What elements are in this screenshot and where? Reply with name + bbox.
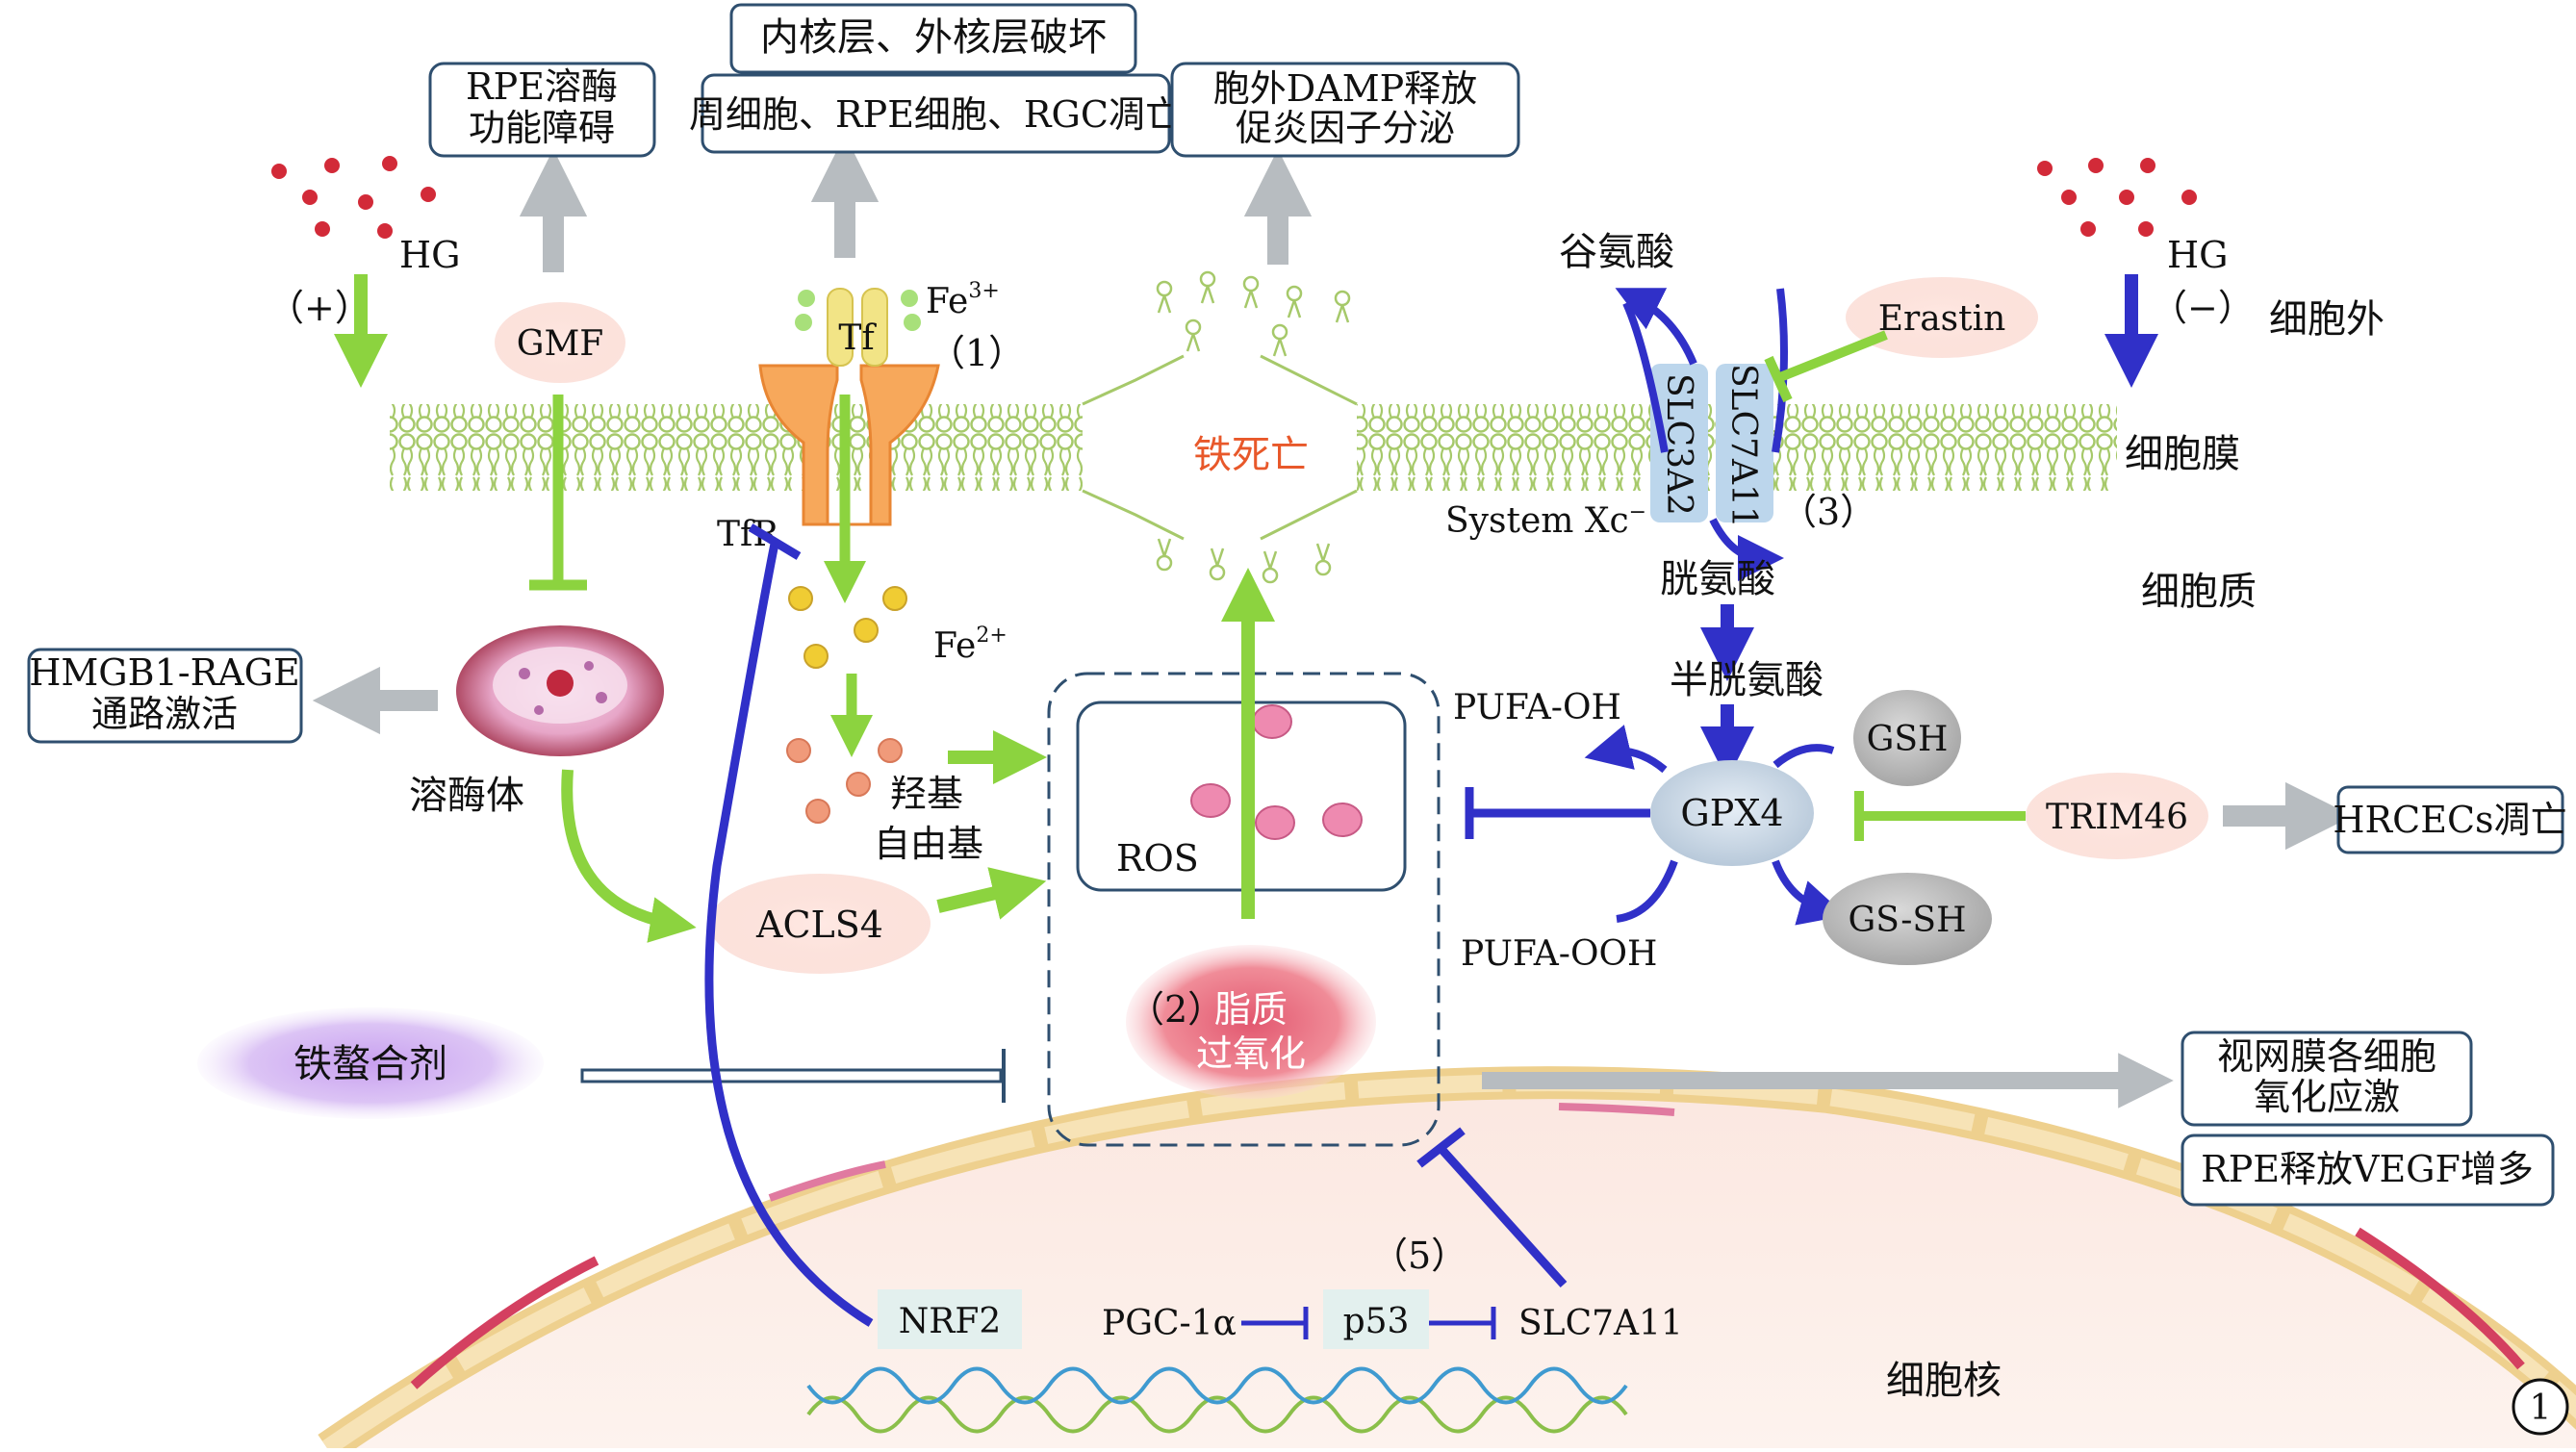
- path-1-label: （1）: [929, 332, 1025, 374]
- outcome-cell-apoptosis: 周细胞、RPE细胞、RGC凋亡: [689, 73, 1182, 154]
- svg-text:p53: p53: [1343, 1302, 1410, 1341]
- hg-glucose-dots-left: [271, 156, 436, 239]
- system-xc-label: System Xc−: [1445, 500, 1646, 541]
- gray-arrows: [312, 134, 2354, 1108]
- lysosome-icon: [456, 625, 664, 756]
- hg-glucose-dots-right: [2037, 158, 2197, 237]
- trim46-node: TRIM46: [2026, 773, 2208, 859]
- slc7a11-nucleus-label: SLC7A11: [1518, 1304, 1683, 1343]
- iron-chelator-node: 铁螯合剂: [197, 1007, 544, 1119]
- hydroxyl-radical-dots: [786, 738, 903, 824]
- lipid-peroxidation-region: [1047, 672, 1441, 1147]
- outcome-nuclear-layers: 内核层、外核层破坏: [729, 3, 1137, 74]
- svg-text:HMGB1-RAGE: HMGB1-RAGE: [29, 651, 300, 694]
- outcome-hrcec: HRCECs凋亡: [2333, 785, 2567, 854]
- scattered-lipids: [1156, 270, 1351, 584]
- svg-text:促炎因子分泌: 促炎因子分泌: [1236, 107, 1455, 149]
- pgc1a-label: PGC-1α: [1102, 1304, 1237, 1343]
- svg-text:铁螯合剂: 铁螯合剂: [293, 1042, 447, 1086]
- svg-text:RPE释放VEGF增多: RPE释放VEGF增多: [2201, 1148, 2534, 1190]
- lipid-peroxidation-node: （2） 脂质 过氧化: [1126, 945, 1376, 1099]
- svg-text:氧化应激: 氧化应激: [2254, 1076, 2400, 1118]
- hydroxyl-label-1: 羟基: [890, 773, 963, 815]
- svg-text:脂质: 脂质: [1214, 988, 1288, 1031]
- membrane-label: 细胞膜: [2125, 432, 2240, 476]
- gmf-node: GMF: [495, 302, 625, 383]
- outcome-hmgb1: HMGB1-RAGE 通路激活: [27, 648, 303, 744]
- svg-text:内核层、外核层破坏: 内核层、外核层破坏: [760, 15, 1107, 60]
- slc7a11-inhibit-line: [1437, 1144, 1568, 1288]
- cystine-label: 胱氨酸: [1660, 557, 1775, 601]
- cysteine-label: 半胱氨酸: [1670, 658, 1824, 702]
- svg-text:周细胞、RPE细胞、RGC凋亡: 周细胞、RPE细胞、RGC凋亡: [689, 93, 1182, 136]
- svg-text:GS-SH: GS-SH: [1849, 901, 1967, 940]
- outcome-rpe-lysosome: RPE溶酶 功能障碍: [428, 62, 656, 158]
- outcome-vegf: RPE释放VEGF增多: [2181, 1134, 2555, 1207]
- svg-text:功能障碍: 功能障碍: [469, 107, 615, 149]
- nucleus-label: 细胞核: [1886, 1359, 2002, 1403]
- svg-text:ACLS4: ACLS4: [755, 904, 883, 946]
- hg-left-label: HG: [399, 234, 461, 276]
- fe2-iron-dots: [788, 586, 907, 669]
- erastin-node: Erastin: [1846, 277, 2038, 358]
- svg-text:1: 1: [2530, 1388, 2552, 1428]
- erastin-inhibit-line: [1778, 330, 1888, 382]
- path-5-label: （5）: [1371, 1235, 1467, 1277]
- pufa-oh-label: PUFA-OH: [1453, 688, 1621, 727]
- svg-text:RPE溶酶: RPE溶酶: [466, 65, 618, 108]
- acls4-to-ros-arrow: [936, 867, 1047, 920]
- hg-plus-label: （+）: [268, 287, 371, 329]
- tf-protein-icon: Tf: [795, 288, 921, 367]
- tf-label: Tf: [838, 318, 877, 358]
- cytoplasm-label: 细胞质: [2141, 570, 2257, 614]
- glutamate-label: 谷氨酸: [1559, 230, 1674, 274]
- outcome-retina-stress: 视网膜各细胞 氧化应激: [2181, 1031, 2473, 1127]
- acls4-node: ACLS4: [709, 874, 931, 974]
- svg-text:过氧化: 过氧化: [1196, 1032, 1306, 1075]
- extracellular-label: 细胞外: [2269, 297, 2385, 342]
- nrf2-node: NRF2: [878, 1289, 1022, 1349]
- hg-minus-label: （−）: [2151, 287, 2255, 329]
- dna-helix-icon: [806, 1366, 1628, 1434]
- lysosome-label: 溶酶体: [409, 774, 524, 818]
- hydroxyl-label-2: 自由基: [874, 823, 983, 865]
- gsh-node: GSH: [1853, 690, 1961, 786]
- outcome-damp: 胞外DAMP释放 促炎因子分泌: [1170, 62, 1520, 158]
- fe3-label: Fe3+: [926, 279, 1000, 321]
- svg-text:GSH: GSH: [1867, 720, 1949, 759]
- pufa-ooh-label: PUFA-OOH: [1461, 934, 1657, 974]
- ferroptosis-label: 铁死亡: [1193, 433, 1309, 477]
- svg-text:通路激活: 通路激活: [91, 693, 238, 735]
- svg-text:（2）: （2）: [1128, 988, 1224, 1031]
- svg-text:GPX4: GPX4: [1680, 792, 1783, 834]
- svg-text:GMF: GMF: [517, 324, 604, 364]
- glutamate-export-arrow: [1615, 288, 1697, 366]
- system-xc-transporter: SLC3A2 SLC7A11: [1650, 364, 1773, 528]
- path-3-label: （3）: [1780, 491, 1876, 533]
- svg-text:视网膜各细胞: 视网膜各细胞: [2217, 1035, 2436, 1078]
- cystine-import-arrow: [1709, 518, 1784, 581]
- svg-text:胞外DAMP释放: 胞外DAMP释放: [1213, 67, 1477, 110]
- svg-text:TRIM46: TRIM46: [2046, 798, 2188, 837]
- svg-text:HRCECs凋亡: HRCECs凋亡: [2333, 799, 2566, 841]
- hg-right-label: HG: [2167, 234, 2229, 276]
- svg-text:Erastin: Erastin: [1878, 299, 2006, 339]
- slc7a11-label: SLC7A11: [1723, 364, 1763, 528]
- fe2-label: Fe2+: [933, 624, 1007, 666]
- tfr-receptor-icon: [758, 364, 940, 526]
- figure-number: 1: [2512, 1378, 2569, 1436]
- gs-sh-node: GS-SH: [1823, 873, 1992, 965]
- ros-dots: [1190, 704, 1363, 840]
- chelator-inhibit-line: [580, 1068, 1003, 1083]
- svg-text:NRF2: NRF2: [899, 1302, 1002, 1341]
- lysosome-to-acls4-arrow: [561, 769, 697, 943]
- p53-node: p53: [1323, 1289, 1429, 1349]
- ros-label: ROS: [1116, 837, 1199, 879]
- nrf2-inhibit-tfr-line: [704, 543, 874, 1327]
- gpx4-node: GPX4: [1650, 760, 1814, 866]
